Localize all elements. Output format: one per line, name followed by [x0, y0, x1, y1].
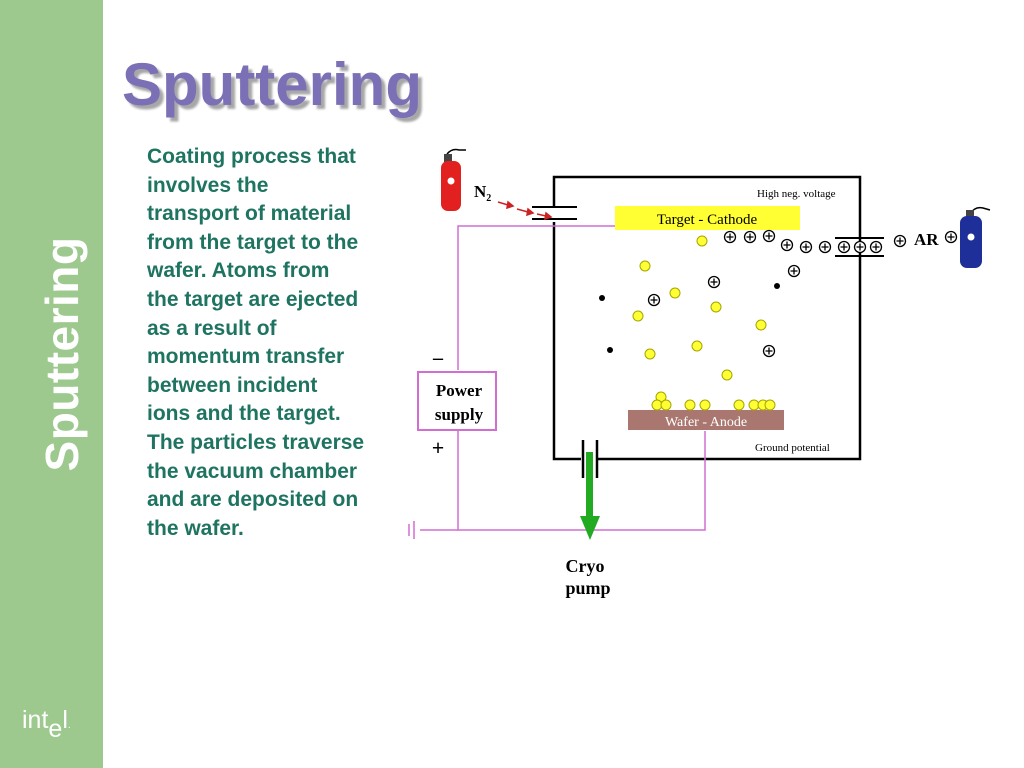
atom: [755, 319, 767, 331]
cryo-pump-arrow: [580, 452, 600, 540]
atom: [699, 399, 711, 411]
logo-text-drop: e: [48, 715, 63, 743]
intel-logo: intel.: [22, 705, 71, 743]
atom: [710, 301, 722, 313]
ion: [743, 230, 757, 244]
atom: [733, 399, 745, 411]
target-cathode: [615, 206, 800, 230]
wafer-anode: [628, 410, 784, 430]
ar-cylinder-icon: [960, 206, 991, 268]
atom: [644, 348, 656, 360]
n2-label: N2: [474, 182, 491, 204]
target-atoms: [632, 235, 776, 411]
atom: [684, 399, 696, 411]
n2-inlet-plates: [532, 206, 577, 220]
power-plus-label: +: [432, 435, 445, 460]
ground-potential-label: Ground potential: [755, 442, 830, 454]
argon-ions: [647, 229, 958, 358]
logo-text-b: l: [62, 706, 68, 734]
logo-text-a: int: [22, 706, 49, 734]
ar-inlet-plates: [835, 237, 884, 257]
target-label: Target - Cathode: [657, 212, 758, 228]
electron: [607, 347, 613, 353]
sidebar: Sputtering intel.: [0, 0, 103, 768]
electron: [599, 295, 605, 301]
ion: [944, 230, 958, 244]
slide-title: Sputtering: [122, 51, 422, 118]
atom: [660, 399, 672, 411]
electrons: [599, 283, 780, 353]
power-supply-box: [417, 371, 497, 431]
ar-label: AR: [914, 230, 939, 249]
ion: [787, 264, 801, 278]
power-supply-line2: supply: [435, 405, 484, 424]
atom: [696, 235, 708, 247]
ion: [780, 238, 794, 252]
ion: [762, 344, 776, 358]
atom: [721, 369, 733, 381]
ion: [818, 240, 832, 254]
ion: [762, 229, 776, 243]
ion: [707, 275, 721, 289]
chamber-walls: [552, 175, 862, 461]
logo-dot: .: [67, 720, 71, 731]
power-wiring: [408, 225, 706, 539]
ion: [869, 240, 883, 254]
atom: [632, 310, 644, 322]
power-supply-line1: Power: [436, 381, 483, 400]
pump-opening-plates: [581, 440, 599, 478]
wafer-label: Wafer - Anode: [665, 415, 747, 430]
ion: [837, 240, 851, 254]
ion: [893, 234, 907, 248]
ion: [723, 230, 737, 244]
body-paragraph: Coating process that involves the transp…: [147, 145, 365, 540]
atom: [669, 287, 681, 299]
power-minus-label: –: [432, 347, 444, 369]
n2-flow-arrows: [497, 200, 553, 221]
cryo-pump-line2: pump: [565, 578, 610, 598]
high-voltage-label: High neg. voltage: [757, 188, 836, 200]
ion: [799, 240, 813, 254]
ion: [647, 293, 661, 307]
electron: [774, 283, 780, 289]
n2-cylinder-icon: [441, 148, 466, 211]
atom: [691, 340, 703, 352]
atom: [764, 399, 776, 411]
sputtering-diagram: Target - Cathode Wafer - Anode High neg.…: [408, 148, 991, 598]
vertical-title: Sputtering: [36, 236, 88, 472]
ion: [853, 240, 867, 254]
cryo-pump-line1: Cryo: [566, 556, 605, 576]
atom: [639, 260, 651, 272]
